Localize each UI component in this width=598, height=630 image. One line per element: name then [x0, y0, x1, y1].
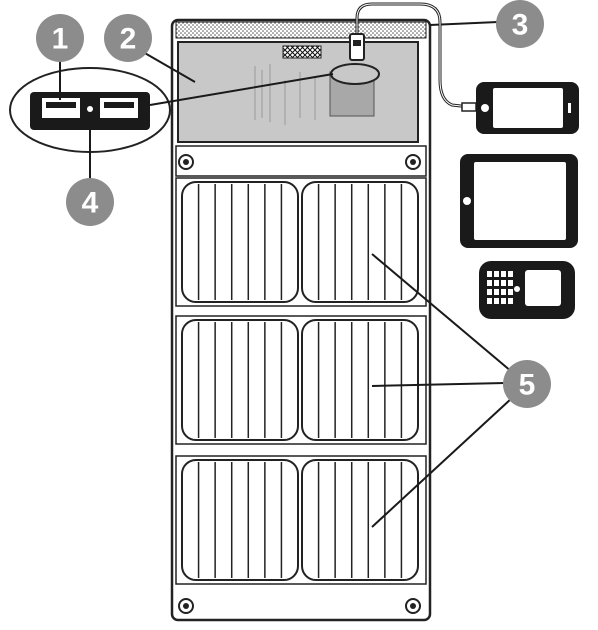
solar-cell — [181, 319, 299, 441]
usb-port-module — [9, 67, 171, 153]
keyboard-key — [501, 271, 506, 277]
usb-cable-icon — [349, 2, 477, 112]
keyboard-key — [501, 298, 506, 304]
solar-panel-icon — [170, 18, 432, 622]
callout-2: 2 — [104, 14, 152, 62]
status-led — [87, 106, 93, 112]
callout-2-label: 2 — [120, 23, 137, 56]
keyboard-key — [501, 280, 506, 286]
callout-3-label: 3 — [512, 9, 529, 42]
keyboard-key — [487, 280, 492, 286]
cell-band — [175, 315, 427, 445]
callout-3: 3 — [496, 0, 544, 48]
solar-cell — [301, 459, 419, 581]
solar-cell — [301, 181, 419, 303]
grommet-icon — [178, 154, 421, 614]
keyboard-key — [494, 289, 499, 295]
panel-pocket — [177, 41, 419, 143]
smartphone-icon — [476, 82, 579, 134]
pocket-port-highlight — [330, 63, 380, 85]
keyboard-key — [494, 298, 499, 304]
keyboard-key — [501, 289, 506, 295]
callout-4-label: 4 — [82, 187, 99, 220]
solar-cell — [181, 181, 299, 303]
pocket-velcro — [282, 45, 322, 59]
keyboard-key — [508, 289, 513, 295]
callout-4: 4 — [66, 178, 114, 226]
grommet-band — [175, 145, 427, 177]
solar-cells — [175, 177, 427, 585]
keyboard-key — [508, 280, 513, 286]
callout-1-label: 1 — [52, 23, 69, 56]
keyboard-key — [508, 298, 513, 304]
keyboard-key — [487, 298, 492, 304]
callout-5: 5 — [503, 360, 551, 408]
callout-1: 1 — [36, 14, 84, 62]
solar-cell — [301, 319, 419, 441]
callout-5-label: 5 — [519, 369, 536, 402]
keyboard-key — [494, 280, 499, 286]
panel-top-strip — [175, 21, 427, 39]
pocket-label — [254, 64, 316, 125]
keyboard-key — [487, 289, 492, 295]
usb-port-icon — [42, 98, 138, 118]
keyboard-key — [494, 271, 499, 277]
solar-cell — [181, 459, 299, 581]
cell-band — [175, 177, 427, 307]
cell-band — [175, 455, 427, 585]
keyboard-phone-icon — [479, 261, 575, 319]
keyboard-key — [487, 271, 492, 277]
tablet-icon — [460, 154, 578, 248]
keyboard-key — [508, 271, 513, 277]
